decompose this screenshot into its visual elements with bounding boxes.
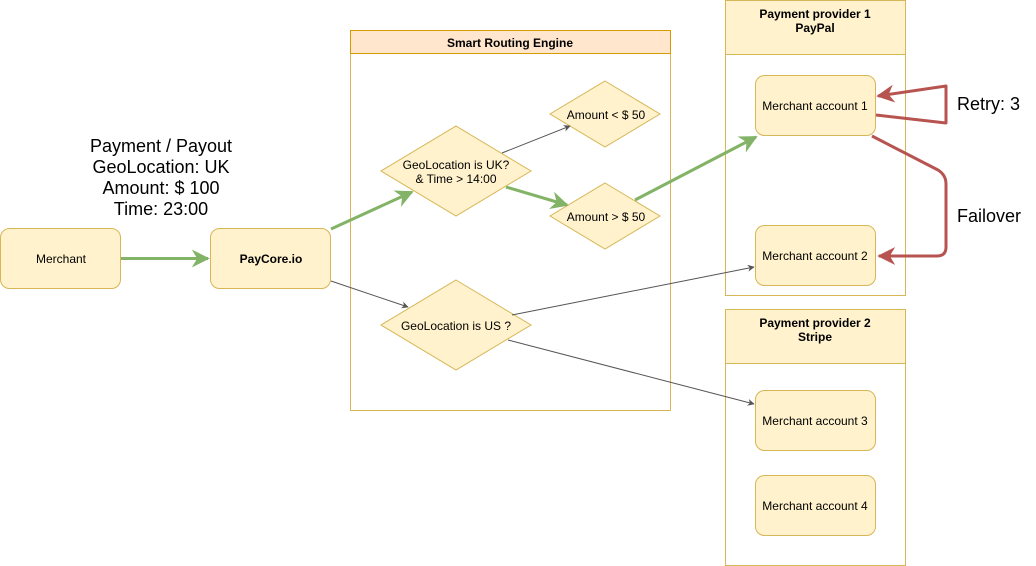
provider-2-name: Stripe xyxy=(798,330,832,344)
payment-info-line-2: GeoLocation: UK xyxy=(92,157,229,177)
condition-us-label: GeoLocation is US ? xyxy=(401,319,511,333)
payment-info-line-1: Payment / Payout xyxy=(90,136,232,156)
paycore-label: PayCore.io xyxy=(240,252,303,266)
merchant-account-3-label: Merchant account 3 xyxy=(762,414,868,428)
edge-retry-loop xyxy=(875,84,948,125)
edge-us-to-account-3 xyxy=(507,339,755,406)
provider-1-name: PayPal xyxy=(795,21,834,35)
edge-paycore-to-us-condition xyxy=(330,280,409,309)
merchant-account-2-label: Merchant account 2 xyxy=(762,249,868,263)
edge-paycore-to-uk-condition xyxy=(330,190,414,231)
retry-label: Retry: 3 xyxy=(957,94,1020,114)
condition-uk-diamond[interactable]: GeoLocation is UK? & Time > 14:00 xyxy=(380,125,532,217)
provider-1-title: Payment provider 1 xyxy=(759,7,871,21)
failover-label: Failover xyxy=(957,206,1021,226)
payment-info: Payment / Payout GeoLocation: UK Amount:… xyxy=(90,136,232,219)
merchant-node[interactable]: Merchant xyxy=(0,228,121,289)
edge-failover xyxy=(871,134,948,265)
merchant-account-1[interactable]: Merchant account 1 xyxy=(755,75,876,136)
provider-1-header xyxy=(725,0,906,55)
payment-info-line-3: Amount: $ 100 xyxy=(102,178,219,198)
merchant-account-3[interactable]: Merchant account 3 xyxy=(755,390,876,451)
engine-header xyxy=(350,30,671,54)
provider-2-title: Payment provider 2 xyxy=(759,316,871,330)
condition-uk-line-2: & Time > 14:00 xyxy=(415,172,496,186)
merchant-account-1-label: Merchant account 1 xyxy=(762,99,868,113)
provider-2-header xyxy=(725,309,906,364)
merchant-account-2[interactable]: Merchant account 2 xyxy=(755,225,876,286)
merchant-account-4[interactable]: Merchant account 4 xyxy=(755,475,876,536)
amount-gt-50-label: Amount > $ 50 xyxy=(567,210,646,224)
edge-amount-gt-50-to-account-1 xyxy=(634,135,758,202)
payment-info-line-4: Time: 23:00 xyxy=(114,199,208,219)
amount-lt-50-label: Amount < $ 50 xyxy=(567,108,646,122)
paycore-node[interactable]: PayCore.io xyxy=(210,228,331,289)
edge-uk-to-amount-gt-50 xyxy=(505,185,569,210)
condition-uk-line-1: GeoLocation is UK? xyxy=(403,158,510,172)
amount-lt-50-diamond[interactable]: Amount < $ 50 xyxy=(549,80,661,148)
merchant-account-4-label: Merchant account 4 xyxy=(762,499,868,513)
merchant-label: Merchant xyxy=(36,252,87,266)
edge-us-to-account-2 xyxy=(511,264,755,316)
condition-us-diamond[interactable]: GeoLocation is US ? xyxy=(380,279,532,371)
edge-uk-to-amount-lt-50 xyxy=(501,125,571,154)
engine-title: Smart Routing Engine xyxy=(447,36,573,50)
